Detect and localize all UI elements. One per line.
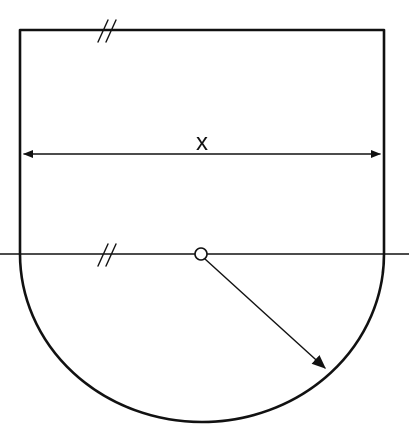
diameter-tick-marks [97,243,117,267]
shape-outline [18,28,386,424]
top-edge-tick-marks [97,19,117,43]
center-point [194,247,208,261]
radius-arrow [204,258,326,369]
width-label: x [196,129,208,156]
